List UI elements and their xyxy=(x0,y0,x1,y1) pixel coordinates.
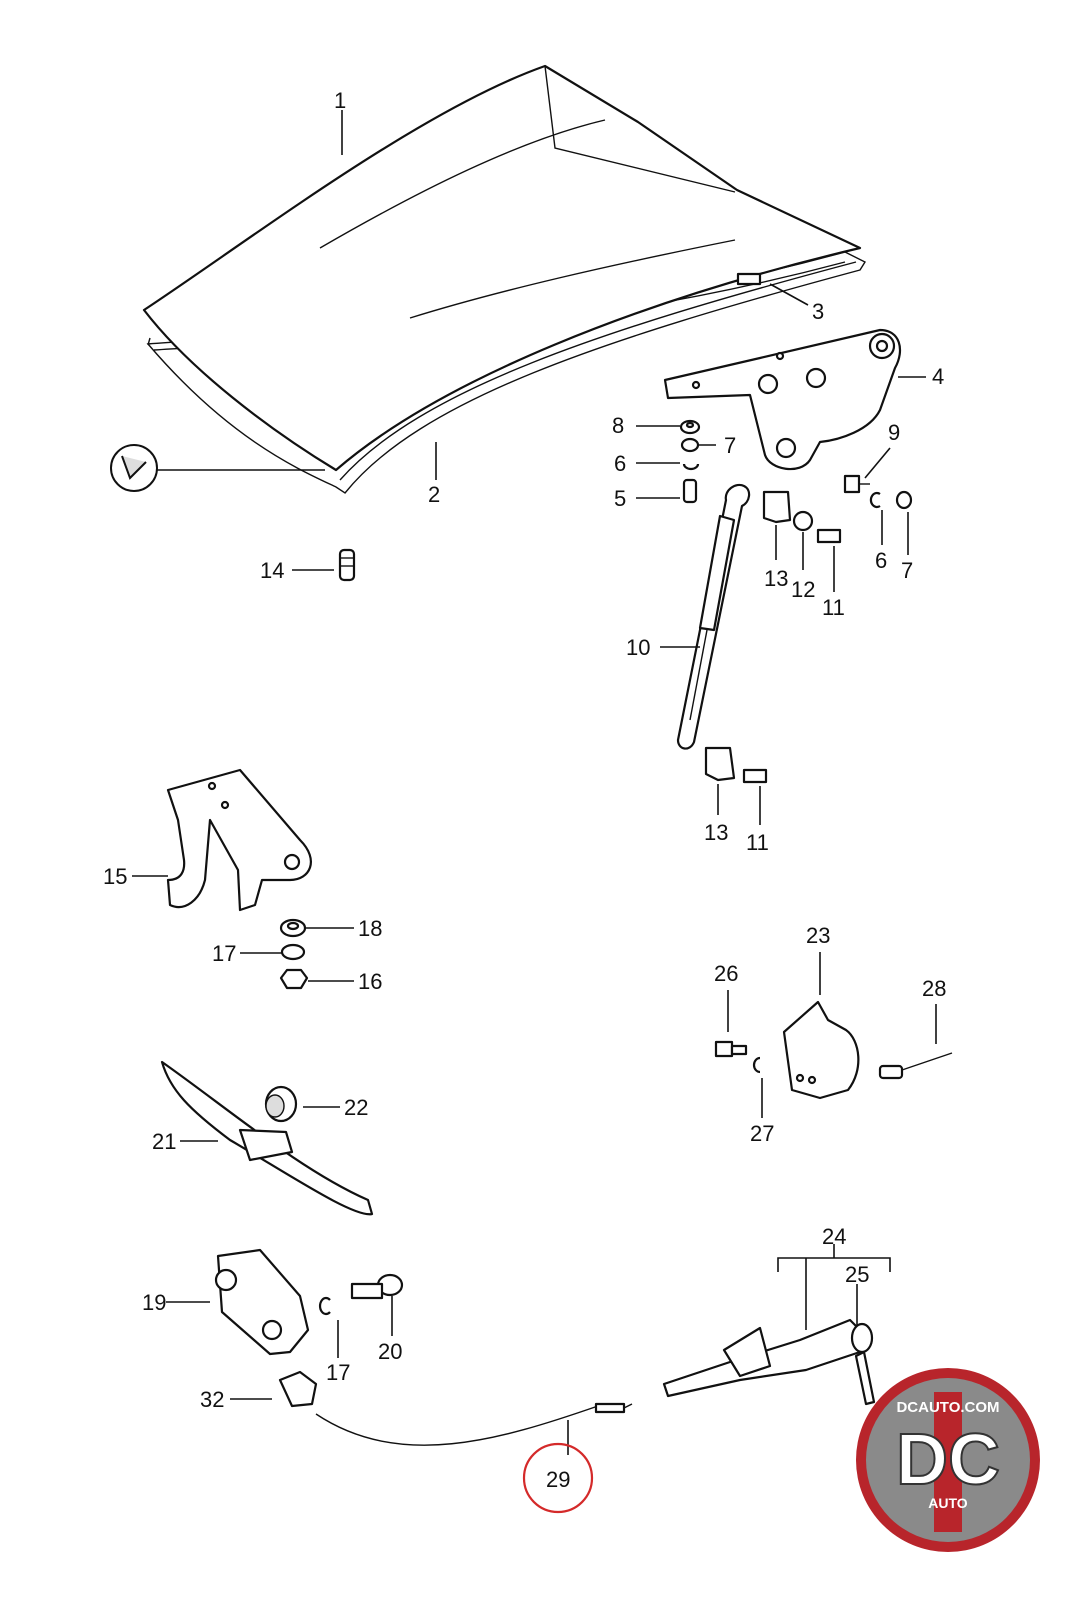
label-27: 27 xyxy=(750,1121,774,1146)
label-12: 12 xyxy=(791,577,815,602)
lock-cylinder-housing[interactable] xyxy=(662,1318,868,1398)
label-21: 21 xyxy=(152,1129,176,1154)
cable-end-32[interactable] xyxy=(278,1370,318,1408)
label-16: 16 xyxy=(358,969,382,994)
label-11a: 11 xyxy=(822,595,845,620)
hood-hinge[interactable] xyxy=(663,328,902,471)
label-15: 15 xyxy=(103,864,127,889)
rubber-buffer[interactable] xyxy=(338,548,356,582)
label-5: 5 xyxy=(614,486,626,511)
washer-7b[interactable] xyxy=(895,490,913,510)
gas-strut[interactable] xyxy=(676,483,751,750)
spring-washer-17b[interactable] xyxy=(318,1296,331,1316)
stud-5[interactable] xyxy=(682,478,698,504)
spring-washer-17[interactable] xyxy=(280,943,306,961)
hood-lock[interactable] xyxy=(214,1248,310,1356)
key-25[interactable] xyxy=(850,1322,876,1406)
label-1: 1 xyxy=(334,88,346,113)
label-11b: 11 xyxy=(746,830,769,855)
label-3: 3 xyxy=(812,299,824,324)
grommet-22[interactable] xyxy=(264,1085,298,1123)
label-26: 26 xyxy=(714,961,738,986)
label-17b: 17 xyxy=(326,1360,350,1385)
release-cable[interactable] xyxy=(315,1402,633,1446)
label-28: 28 xyxy=(922,976,946,1001)
label-17a: 17 xyxy=(212,941,236,966)
washer-8[interactable] xyxy=(679,419,701,435)
label-13b: 13 xyxy=(704,820,728,845)
lock-carrier[interactable] xyxy=(160,1060,374,1216)
logo-initials: DC xyxy=(896,1420,1000,1500)
bolt-26[interactable] xyxy=(714,1040,748,1058)
seal-clip[interactable] xyxy=(736,272,762,286)
label-23: 23 xyxy=(806,923,830,948)
spring-washer-6[interactable] xyxy=(682,463,700,471)
pin-28[interactable] xyxy=(878,1052,953,1080)
label-22: 22 xyxy=(344,1095,368,1120)
clip-13b[interactable] xyxy=(704,746,736,782)
spring-washer-6b[interactable] xyxy=(869,491,881,509)
washer-12[interactable] xyxy=(792,510,814,532)
highlight-circle xyxy=(522,1442,594,1514)
bolt-11b[interactable] xyxy=(742,768,768,784)
label-24: 24 xyxy=(822,1224,846,1249)
label-4: 4 xyxy=(932,364,944,389)
bolt-20[interactable] xyxy=(350,1273,404,1300)
lock-bracket[interactable] xyxy=(782,1000,860,1100)
clip-13a[interactable] xyxy=(762,490,792,524)
dcauto-logo: DCAUTO.COM DC AUTO xyxy=(856,1368,1040,1552)
label-18: 18 xyxy=(358,916,382,941)
label-10: 10 xyxy=(626,635,650,660)
lock-hook-bracket[interactable] xyxy=(166,768,312,912)
seal-profile-callout xyxy=(110,444,325,492)
label-14: 14 xyxy=(260,558,284,583)
label-32: 32 xyxy=(200,1387,224,1412)
part-labels: 1 2 3 4 8 7 6 5 9 6 7 13 12 11 10 13 11 … xyxy=(103,88,946,1492)
bolt-9[interactable] xyxy=(843,474,870,494)
spring-washer-27[interactable] xyxy=(752,1056,761,1074)
label-13a: 13 xyxy=(764,566,788,591)
label-6b: 6 xyxy=(875,548,887,573)
label-7b: 7 xyxy=(901,558,913,583)
label-2: 2 xyxy=(428,482,440,507)
washer-7[interactable] xyxy=(680,437,700,453)
nut-16[interactable] xyxy=(279,968,309,990)
label-20: 20 xyxy=(378,1339,402,1364)
label-19: 19 xyxy=(142,1290,166,1315)
logo-word: AUTO xyxy=(928,1495,968,1511)
label-25: 25 xyxy=(845,1262,869,1287)
label-8: 8 xyxy=(612,413,624,438)
logo-site-text: DCAUTO.COM xyxy=(896,1399,999,1416)
leader-lines xyxy=(132,110,937,1455)
washer-18[interactable] xyxy=(279,918,307,938)
label-6a: 6 xyxy=(614,451,626,476)
label-7a: 7 xyxy=(724,433,736,458)
label-9: 9 xyxy=(888,420,900,445)
hood-lid[interactable] xyxy=(142,64,867,494)
label-29: 29 xyxy=(546,1467,570,1492)
bolt-11a[interactable] xyxy=(816,528,842,544)
